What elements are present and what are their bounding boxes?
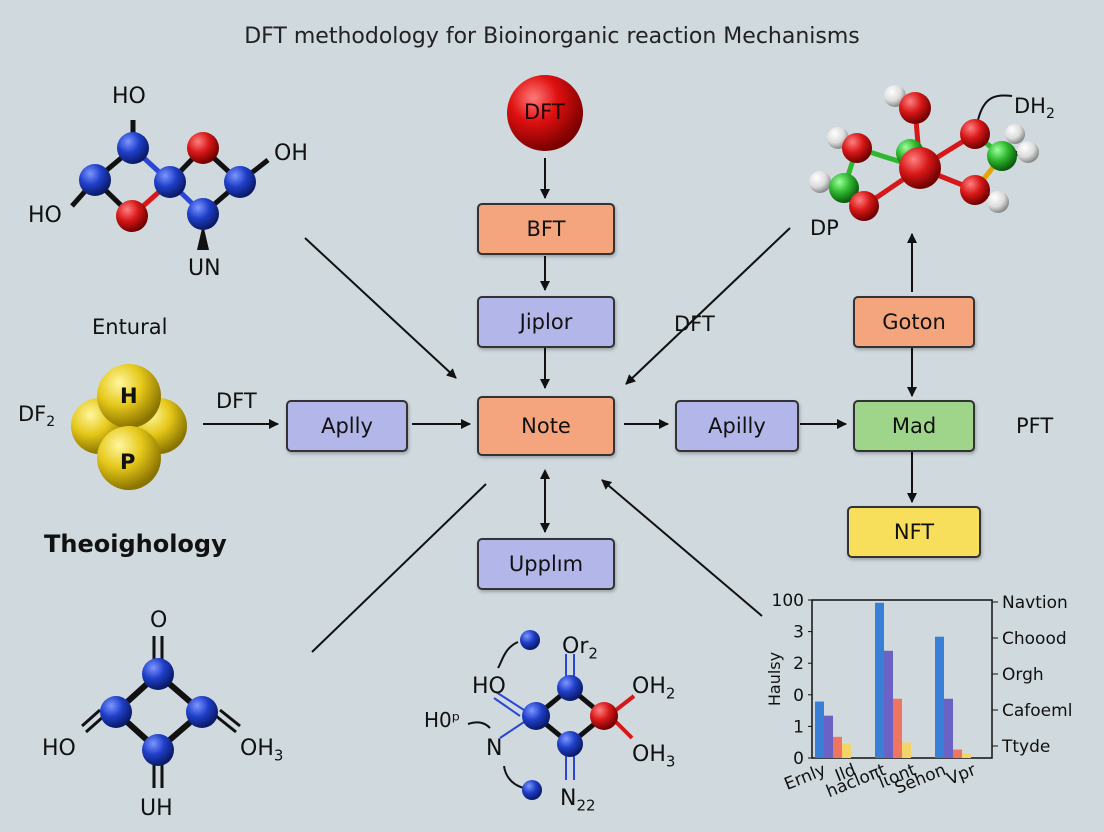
pft-label: PFT xyxy=(1016,414,1054,438)
oh2-bm-text: OH xyxy=(632,674,666,699)
chart-category-label: Vpr xyxy=(944,760,979,790)
arrow-chart-to-note xyxy=(601,479,763,617)
df2-text: DF xyxy=(18,402,47,426)
upplim-node: Upplım xyxy=(477,538,615,590)
df2-sub: 2 xyxy=(46,414,56,431)
molecule-top-right xyxy=(809,85,1039,221)
atom-label-oh-right: OH xyxy=(274,141,308,166)
arrow-topright-to-note xyxy=(625,227,791,385)
chart-bar xyxy=(902,742,911,758)
apply-right-node: Apilly xyxy=(675,400,799,452)
chart-right-label: Ttyde xyxy=(1001,737,1050,757)
arrow-topleft-to-note xyxy=(304,237,457,379)
atom-label-or2: Or2 xyxy=(562,634,598,662)
chart-bar xyxy=(875,602,884,758)
oh3-bl-sub: 3 xyxy=(273,746,284,765)
chart-ylabel: Haulsy xyxy=(765,652,784,706)
chart-ytick-label: 1 xyxy=(793,717,804,737)
molecule-yellow xyxy=(71,364,187,490)
chart-right-label: Choood xyxy=(1002,629,1067,649)
theoighology-label: Theoighology xyxy=(44,530,227,558)
atom-label-ho-top: HO xyxy=(112,84,146,109)
entural-label: Entural xyxy=(92,315,168,339)
dft-mid-label: DFT xyxy=(674,312,715,336)
chart-category-label: Ernly xyxy=(782,760,829,795)
chart-bar xyxy=(893,698,902,758)
chart-bar xyxy=(962,753,971,758)
atom-label-p: P xyxy=(120,450,136,474)
chart-ytick-label: 100 xyxy=(772,591,804,611)
atom-label-oh2-bm: OH2 xyxy=(632,674,675,702)
chart-right-label: Navtion xyxy=(1002,593,1068,613)
chart-right-label: Cafoeml xyxy=(1002,701,1072,721)
chart-bar xyxy=(884,650,893,758)
diplor-node: Jiplor xyxy=(477,296,615,348)
df2-label: DF2 xyxy=(18,402,55,430)
nft-node: NFT xyxy=(847,506,981,558)
or2-sub: 2 xyxy=(588,644,598,663)
dh2-text: DH xyxy=(1014,94,1046,118)
dh2-label: DH2 xyxy=(1014,94,1055,122)
line-bottomleft-to-note xyxy=(311,483,487,653)
or2-text: Or xyxy=(562,634,589,659)
mad-node: Mad xyxy=(853,400,975,452)
dp-label: DP xyxy=(810,216,839,240)
chart-bar xyxy=(953,749,962,758)
chart-bar xyxy=(815,701,824,758)
chart-ytick-label: 2 xyxy=(793,654,804,674)
dft-sphere xyxy=(507,75,583,151)
atom-label-n22: N22 xyxy=(560,786,596,814)
molecule-bottom-mid xyxy=(467,630,636,800)
atom-label-n: N xyxy=(486,736,503,761)
atom-label-h: H xyxy=(120,384,138,408)
chart-ytick-label: 3 xyxy=(793,623,804,643)
dh2-sub: 2 xyxy=(1045,106,1055,123)
oh3-bl-text: OH xyxy=(240,736,274,761)
diagram-title: DFT methodology for Bioinorganic reactio… xyxy=(244,24,860,49)
chart-right-label: Orgh xyxy=(1002,665,1044,685)
atom-label-un: UN xyxy=(188,256,221,281)
atom-label-oh3-bm: OH3 xyxy=(632,742,675,770)
goton-node: Goton xyxy=(853,296,975,348)
oh2-bm-sub: 2 xyxy=(665,684,676,703)
atom-label-ho-bl: HO xyxy=(42,736,76,761)
apply-left-node: Aplly xyxy=(286,400,408,452)
atom-label-ho-bm: HO xyxy=(472,674,506,699)
molecule-bottom-left xyxy=(81,636,241,788)
oh3-bm-text: OH xyxy=(632,742,666,767)
chart-bar xyxy=(824,715,833,758)
chart-ytick-label: 0 xyxy=(793,749,804,769)
n22-sub: 22 xyxy=(576,796,596,815)
note-node: Note xyxy=(477,396,615,456)
oh3-bm-sub: 3 xyxy=(665,752,676,771)
chart-bar xyxy=(944,698,953,758)
dft-left-label: DFT xyxy=(216,389,257,413)
atom-label-o: O xyxy=(150,608,168,633)
chart-ytick-label: 0 xyxy=(793,686,804,706)
molecule-top-left xyxy=(70,120,270,250)
atom-label-h0: H0ᵖ xyxy=(424,708,461,732)
dft-sphere-label: DFT xyxy=(524,100,565,124)
chart-bar xyxy=(833,736,842,758)
n22-text: N xyxy=(560,786,577,811)
atom-label-oh3-bl: OH3 xyxy=(240,736,283,764)
chart-bar xyxy=(935,636,944,758)
atom-label-uh: UH xyxy=(140,796,173,821)
bft-node: BFT xyxy=(477,203,615,255)
atom-label-ho-left: HO xyxy=(28,203,62,228)
chart-bar xyxy=(842,743,851,758)
